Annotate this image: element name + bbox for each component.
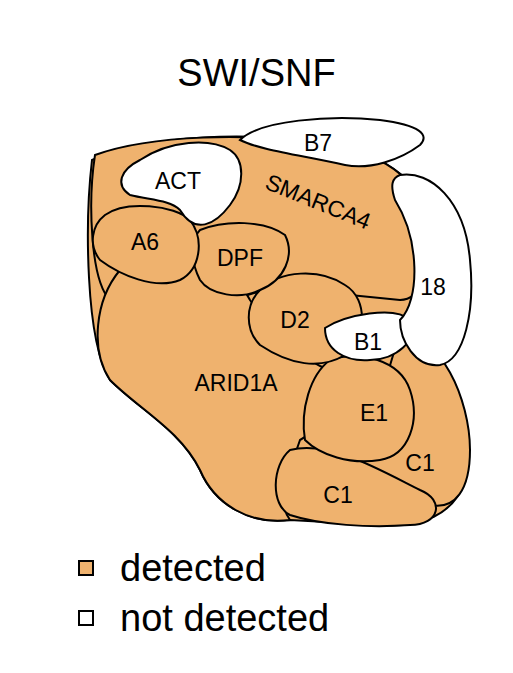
subunit-label: DPF	[217, 247, 263, 270]
subunit-label: A6	[131, 231, 159, 254]
subunit-blob: ACT	[110, 130, 250, 240]
subunit-label: D2	[280, 309, 309, 332]
subunit-blob: B7	[230, 110, 435, 175]
legend-label: detected	[120, 546, 266, 590]
subunit-blob: 18	[385, 165, 480, 375]
legend-label: not detected	[120, 596, 329, 640]
blob-outline	[276, 448, 436, 526]
subunit-label: C1	[323, 484, 352, 507]
blob-outline	[93, 206, 199, 283]
subunit-label: ARID1A	[194, 372, 277, 395]
blob-outline	[392, 174, 471, 365]
legend-swatch	[78, 560, 94, 576]
subunit-label: B1	[354, 331, 382, 354]
blob-outline	[304, 356, 414, 461]
blob-shape	[230, 110, 435, 175]
legend-swatch	[78, 610, 94, 626]
blob-outline	[91, 137, 431, 300]
subunit-label: C1	[405, 452, 434, 475]
subunit-label: ACT	[155, 170, 201, 193]
subunit-label: 18	[420, 276, 446, 299]
diagram-title: SWI/SNF	[0, 52, 513, 95]
subunit-label: B7	[304, 132, 332, 155]
blob-shape	[385, 165, 480, 375]
subunit-label: E1	[360, 402, 388, 425]
subunit-blob: DPF	[185, 215, 295, 305]
